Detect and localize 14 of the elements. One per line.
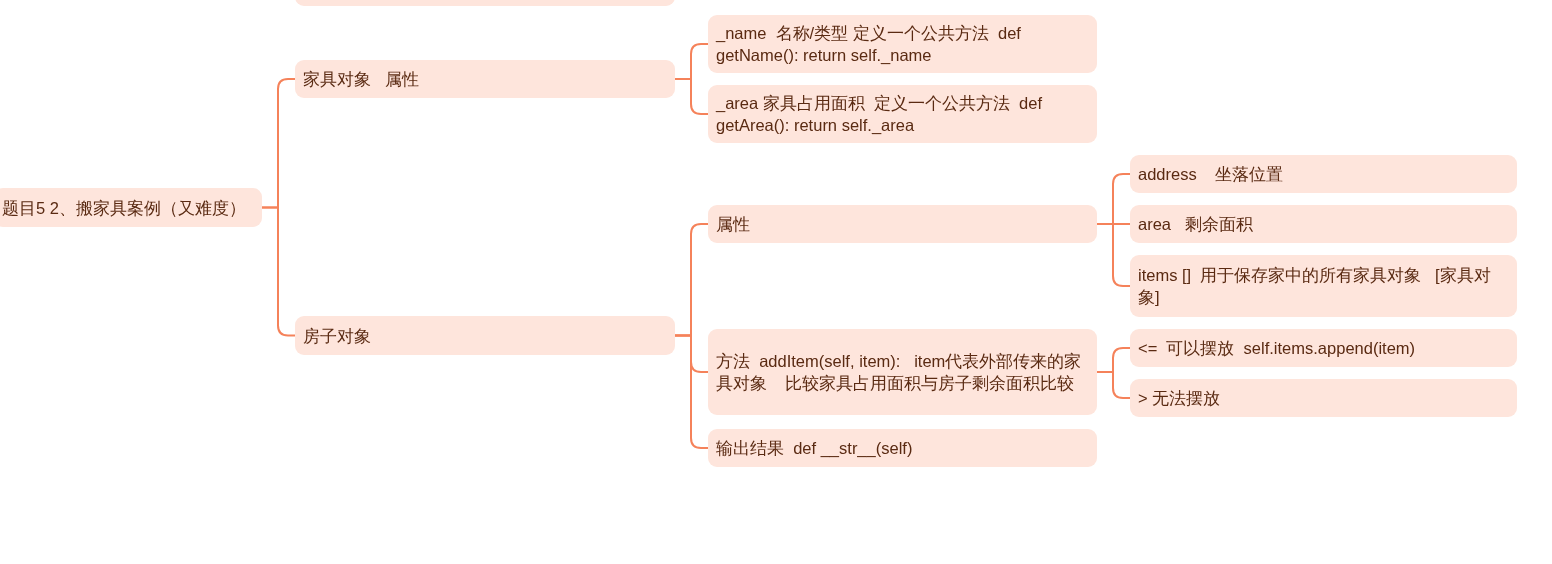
topic-box: <= 可以摆放 self.items.append(item) <box>1130 329 1517 367</box>
topic-box: _area 家具占用面积 定义一个公共方法 def getArea(): return self._area <box>708 85 1097 143</box>
topic-box: area 剩余面积 <box>1130 205 1517 243</box>
topic-box: 输出结果 def __str__(self) <box>708 429 1097 467</box>
topic-box: 家具对象 属性 <box>295 60 675 98</box>
topic-box: items [] 用于保存家中的所有家具对象 [家具对象] <box>1130 255 1517 317</box>
topic-box: 属性 <box>708 205 1097 243</box>
topic-box: address 坐落位置 <box>1130 155 1517 193</box>
connector-line <box>1096 371 1131 399</box>
topic-box: > 无法摆放 <box>1130 379 1517 417</box>
topic-box: _name 名称/类型 定义一个公共方法 def getName(): return self._name <box>708 15 1097 73</box>
topic-box: 房子对象 <box>295 316 675 355</box>
topic-box: 方法 addItem(self, item): item代表外部传来的家具对象 比较家具占用面积与房子剩余面积比较 <box>708 329 1097 415</box>
topic-box: 题目5 2、搬家具案例（又难度） <box>0 188 262 227</box>
